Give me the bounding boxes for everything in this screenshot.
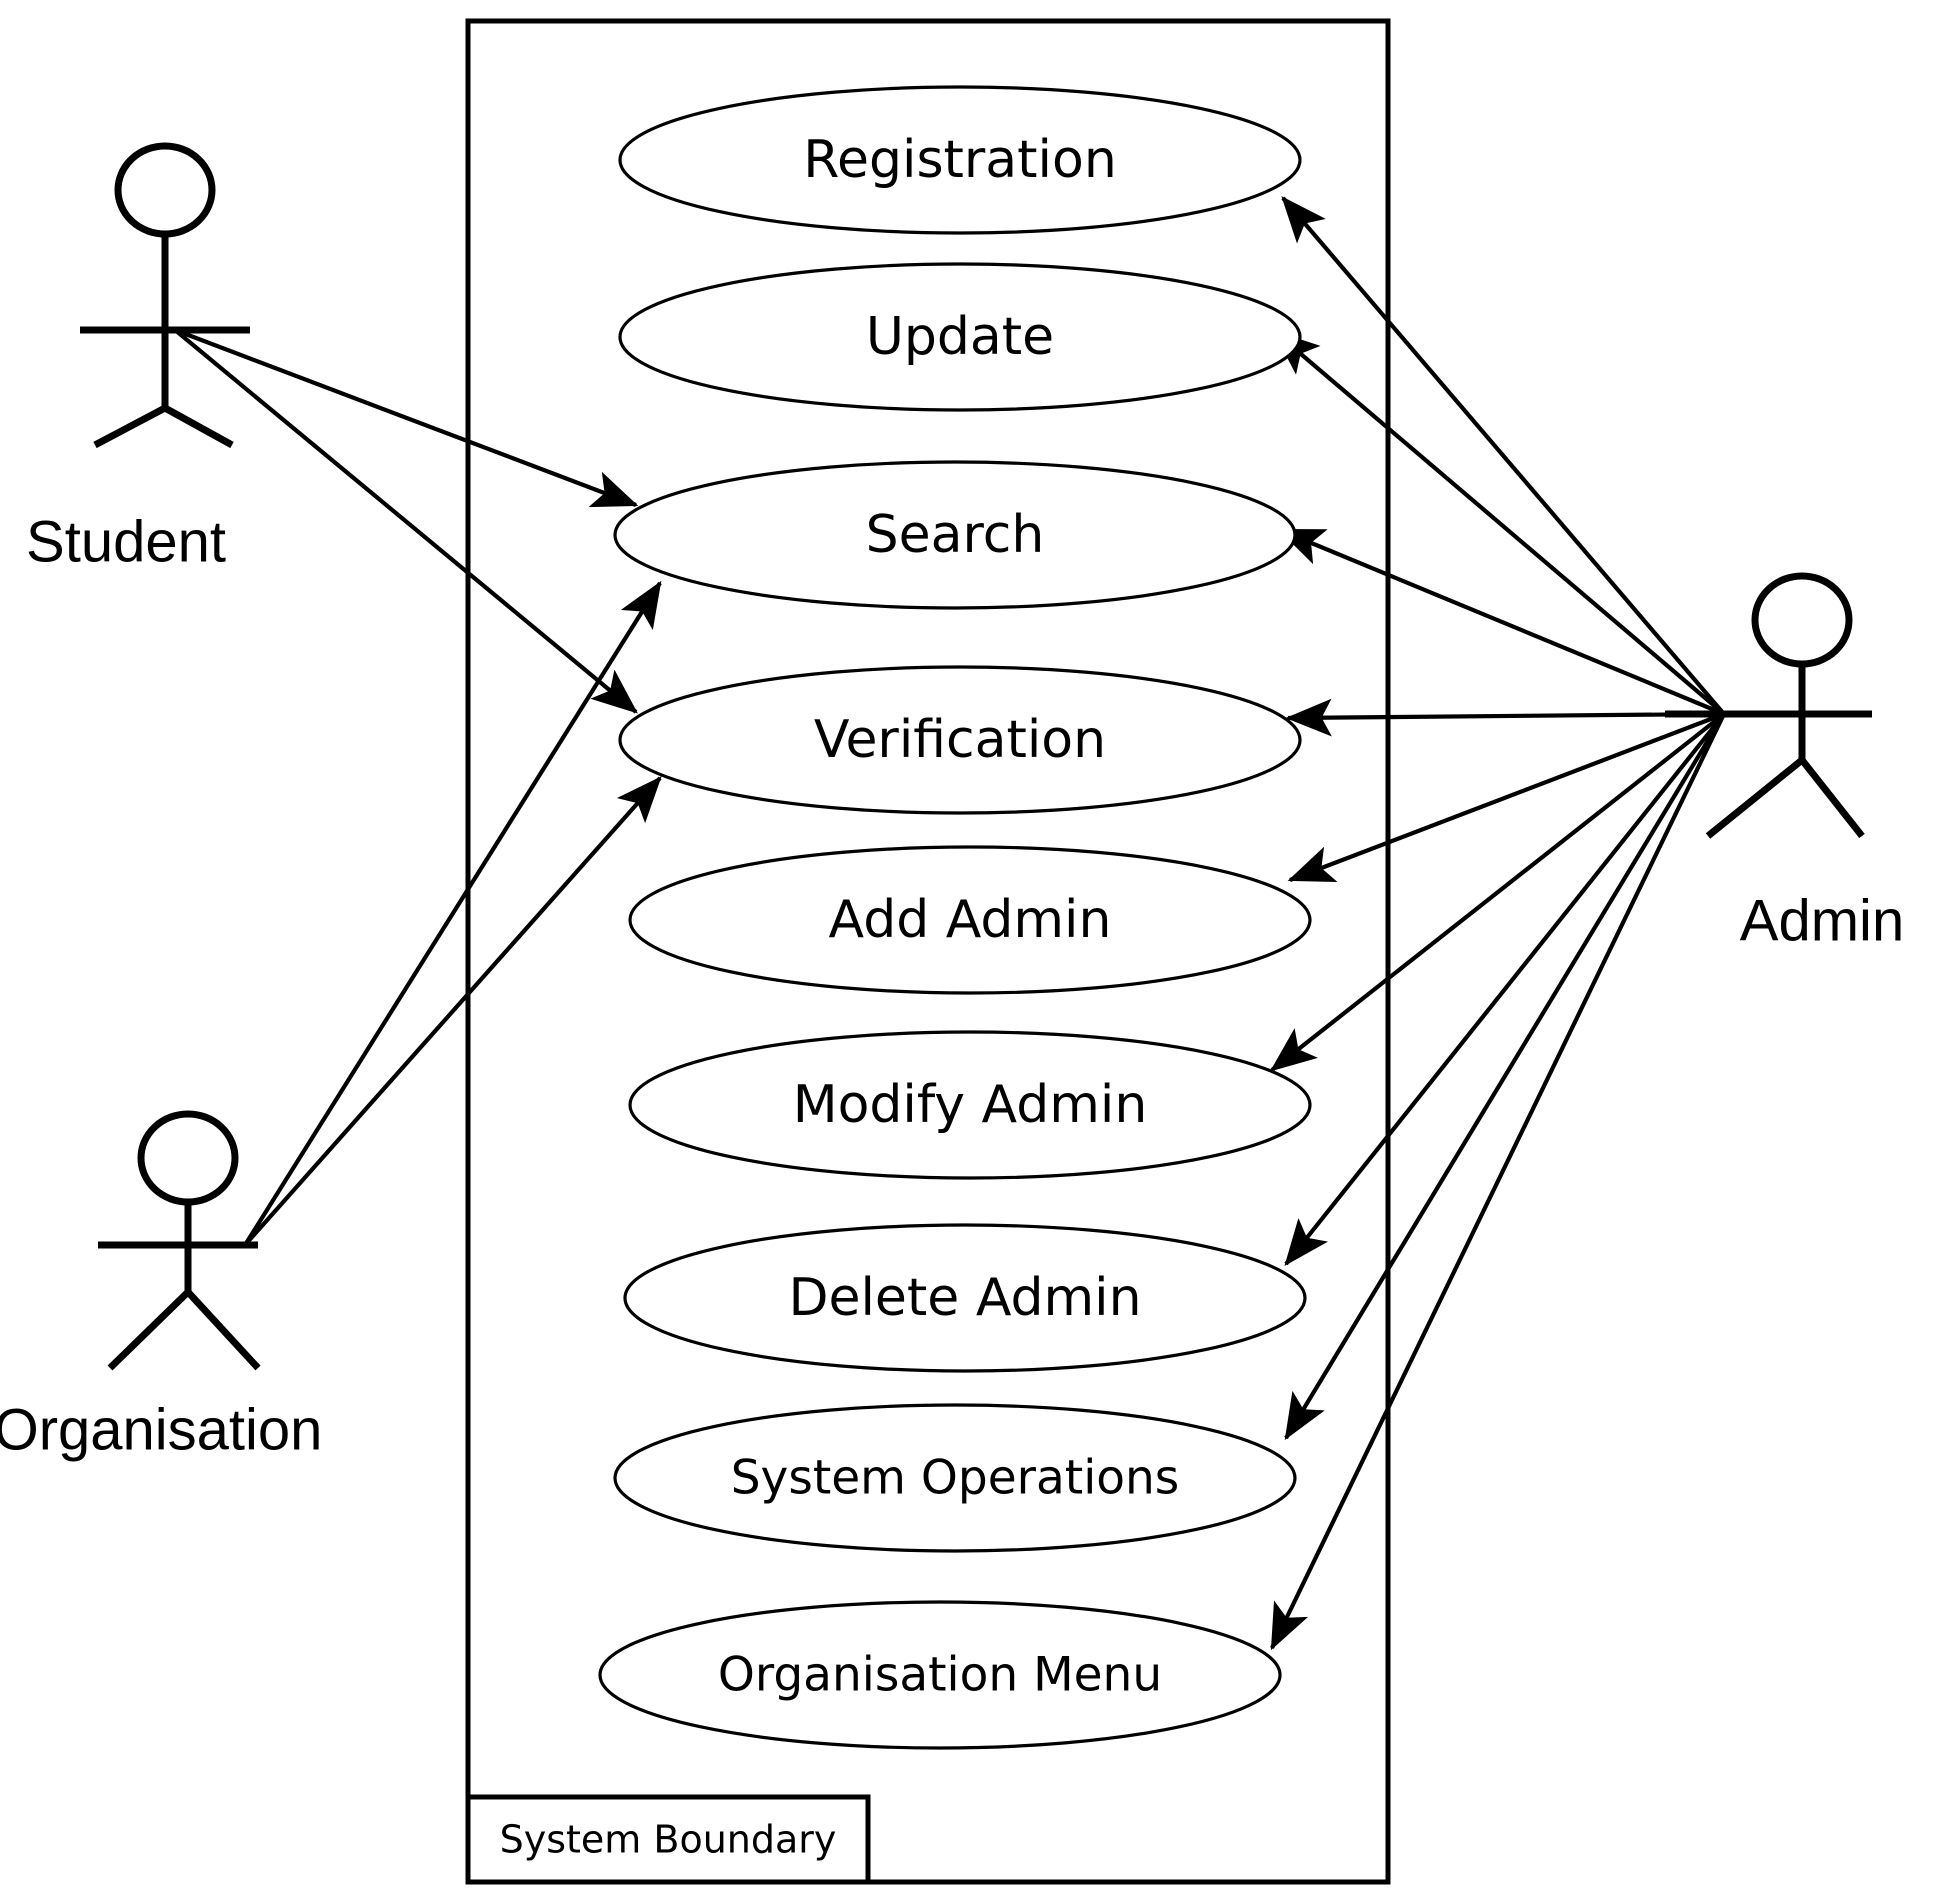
actor-leg-left-organisation — [107, 1289, 191, 1371]
system-boundary-label: System Boundary — [500, 1818, 837, 1862]
use-case-label-add-admin: Add Admin — [829, 890, 1112, 950]
association-lines-group — [173, 196, 1726, 1651]
use-case-ellipse-registration[interactable] — [618, 85, 1302, 235]
association-student-to-verification — [173, 328, 638, 714]
use-case-label-organisation-menu: Organisation Menu — [718, 1648, 1162, 1703]
actor-label-organisation: Organisation — [0, 1397, 322, 1462]
use-case-label-delete-admin: Delete Admin — [788, 1268, 1141, 1328]
actor-leg-right-student — [163, 404, 234, 449]
association-organisation-to-verification — [243, 776, 662, 1247]
use-case-ellipse-system-operations[interactable] — [613, 1403, 1297, 1553]
system-boundary-label-box — [465, 1794, 871, 1885]
actor-leg-left-admin — [1705, 757, 1805, 839]
association-admin-to-system-operations — [1284, 712, 1726, 1441]
association-admin-to-add-admin — [1287, 712, 1725, 883]
use-case-verification[interactable]: Verification — [618, 665, 1302, 815]
use-case-ellipse-verification[interactable] — [618, 665, 1302, 815]
actor-leg-left-student — [93, 404, 167, 449]
actor-leg-right-admin — [1799, 757, 1865, 839]
actor-head-organisation — [137, 1110, 239, 1206]
actor-leg-right-organisation — [185, 1289, 261, 1371]
association-admin-to-delete-admin — [1284, 712, 1726, 1266]
use-case-add-admin[interactable]: Add Admin — [628, 845, 1312, 995]
actor-student[interactable]: Student — [26, 142, 250, 574]
use-case-delete-admin[interactable]: Delete Admin — [623, 1223, 1307, 1373]
use-case-ellipse-organisation-menu[interactable] — [598, 1600, 1282, 1750]
use-case-organisation-menu[interactable]: Organisation Menu — [598, 1600, 1282, 1750]
system-boundary-rect — [465, 18, 1391, 1885]
actor-label-admin: Admin — [1740, 888, 1904, 953]
use-case-group: RegistrationUpdateSearchVerificationAdd … — [598, 85, 1312, 1750]
association-student-to-search — [174, 328, 639, 508]
use-case-modify-admin[interactable]: Modify Admin — [628, 1030, 1312, 1180]
association-admin-to-search — [1277, 528, 1725, 716]
association-admin-to-registration — [1281, 196, 1726, 716]
association-admin-to-update — [1273, 330, 1726, 716]
actor-head-admin — [1751, 572, 1853, 668]
use-case-ellipse-modify-admin[interactable] — [628, 1030, 1312, 1180]
use-case-update[interactable]: Update — [618, 262, 1302, 412]
use-case-label-search: Search — [866, 505, 1045, 565]
use-case-ellipse-delete-admin[interactable] — [623, 1223, 1307, 1373]
actor-admin[interactable]: Admin — [1665, 572, 1904, 953]
use-case-label-registration: Registration — [803, 130, 1117, 190]
actor-head-student — [114, 142, 216, 238]
use-case-search[interactable]: Search — [613, 460, 1297, 610]
use-case-ellipse-update[interactable] — [618, 262, 1302, 412]
use-case-label-verification: Verification — [814, 710, 1106, 770]
use-case-label-system-operations: System Operations — [731, 1451, 1180, 1506]
use-case-ellipse-search[interactable] — [613, 460, 1297, 610]
use-case-ellipse-add-admin[interactable] — [628, 845, 1312, 995]
association-admin-to-verification — [1285, 698, 1725, 737]
actor-organisation[interactable]: Organisation — [0, 1110, 322, 1462]
use-case-label-modify-admin: Modify Admin — [793, 1075, 1148, 1135]
association-admin-to-modify-admin — [1270, 712, 1726, 1072]
use-case-label-update: Update — [866, 307, 1054, 367]
actor-label-student: Student — [26, 509, 226, 574]
association-admin-to-organisation-menu — [1270, 713, 1726, 1651]
use-case-registration[interactable]: Registration — [618, 85, 1302, 235]
association-organisation-to-search — [243, 580, 662, 1247]
use-case-system-operations[interactable]: System Operations — [613, 1403, 1297, 1553]
